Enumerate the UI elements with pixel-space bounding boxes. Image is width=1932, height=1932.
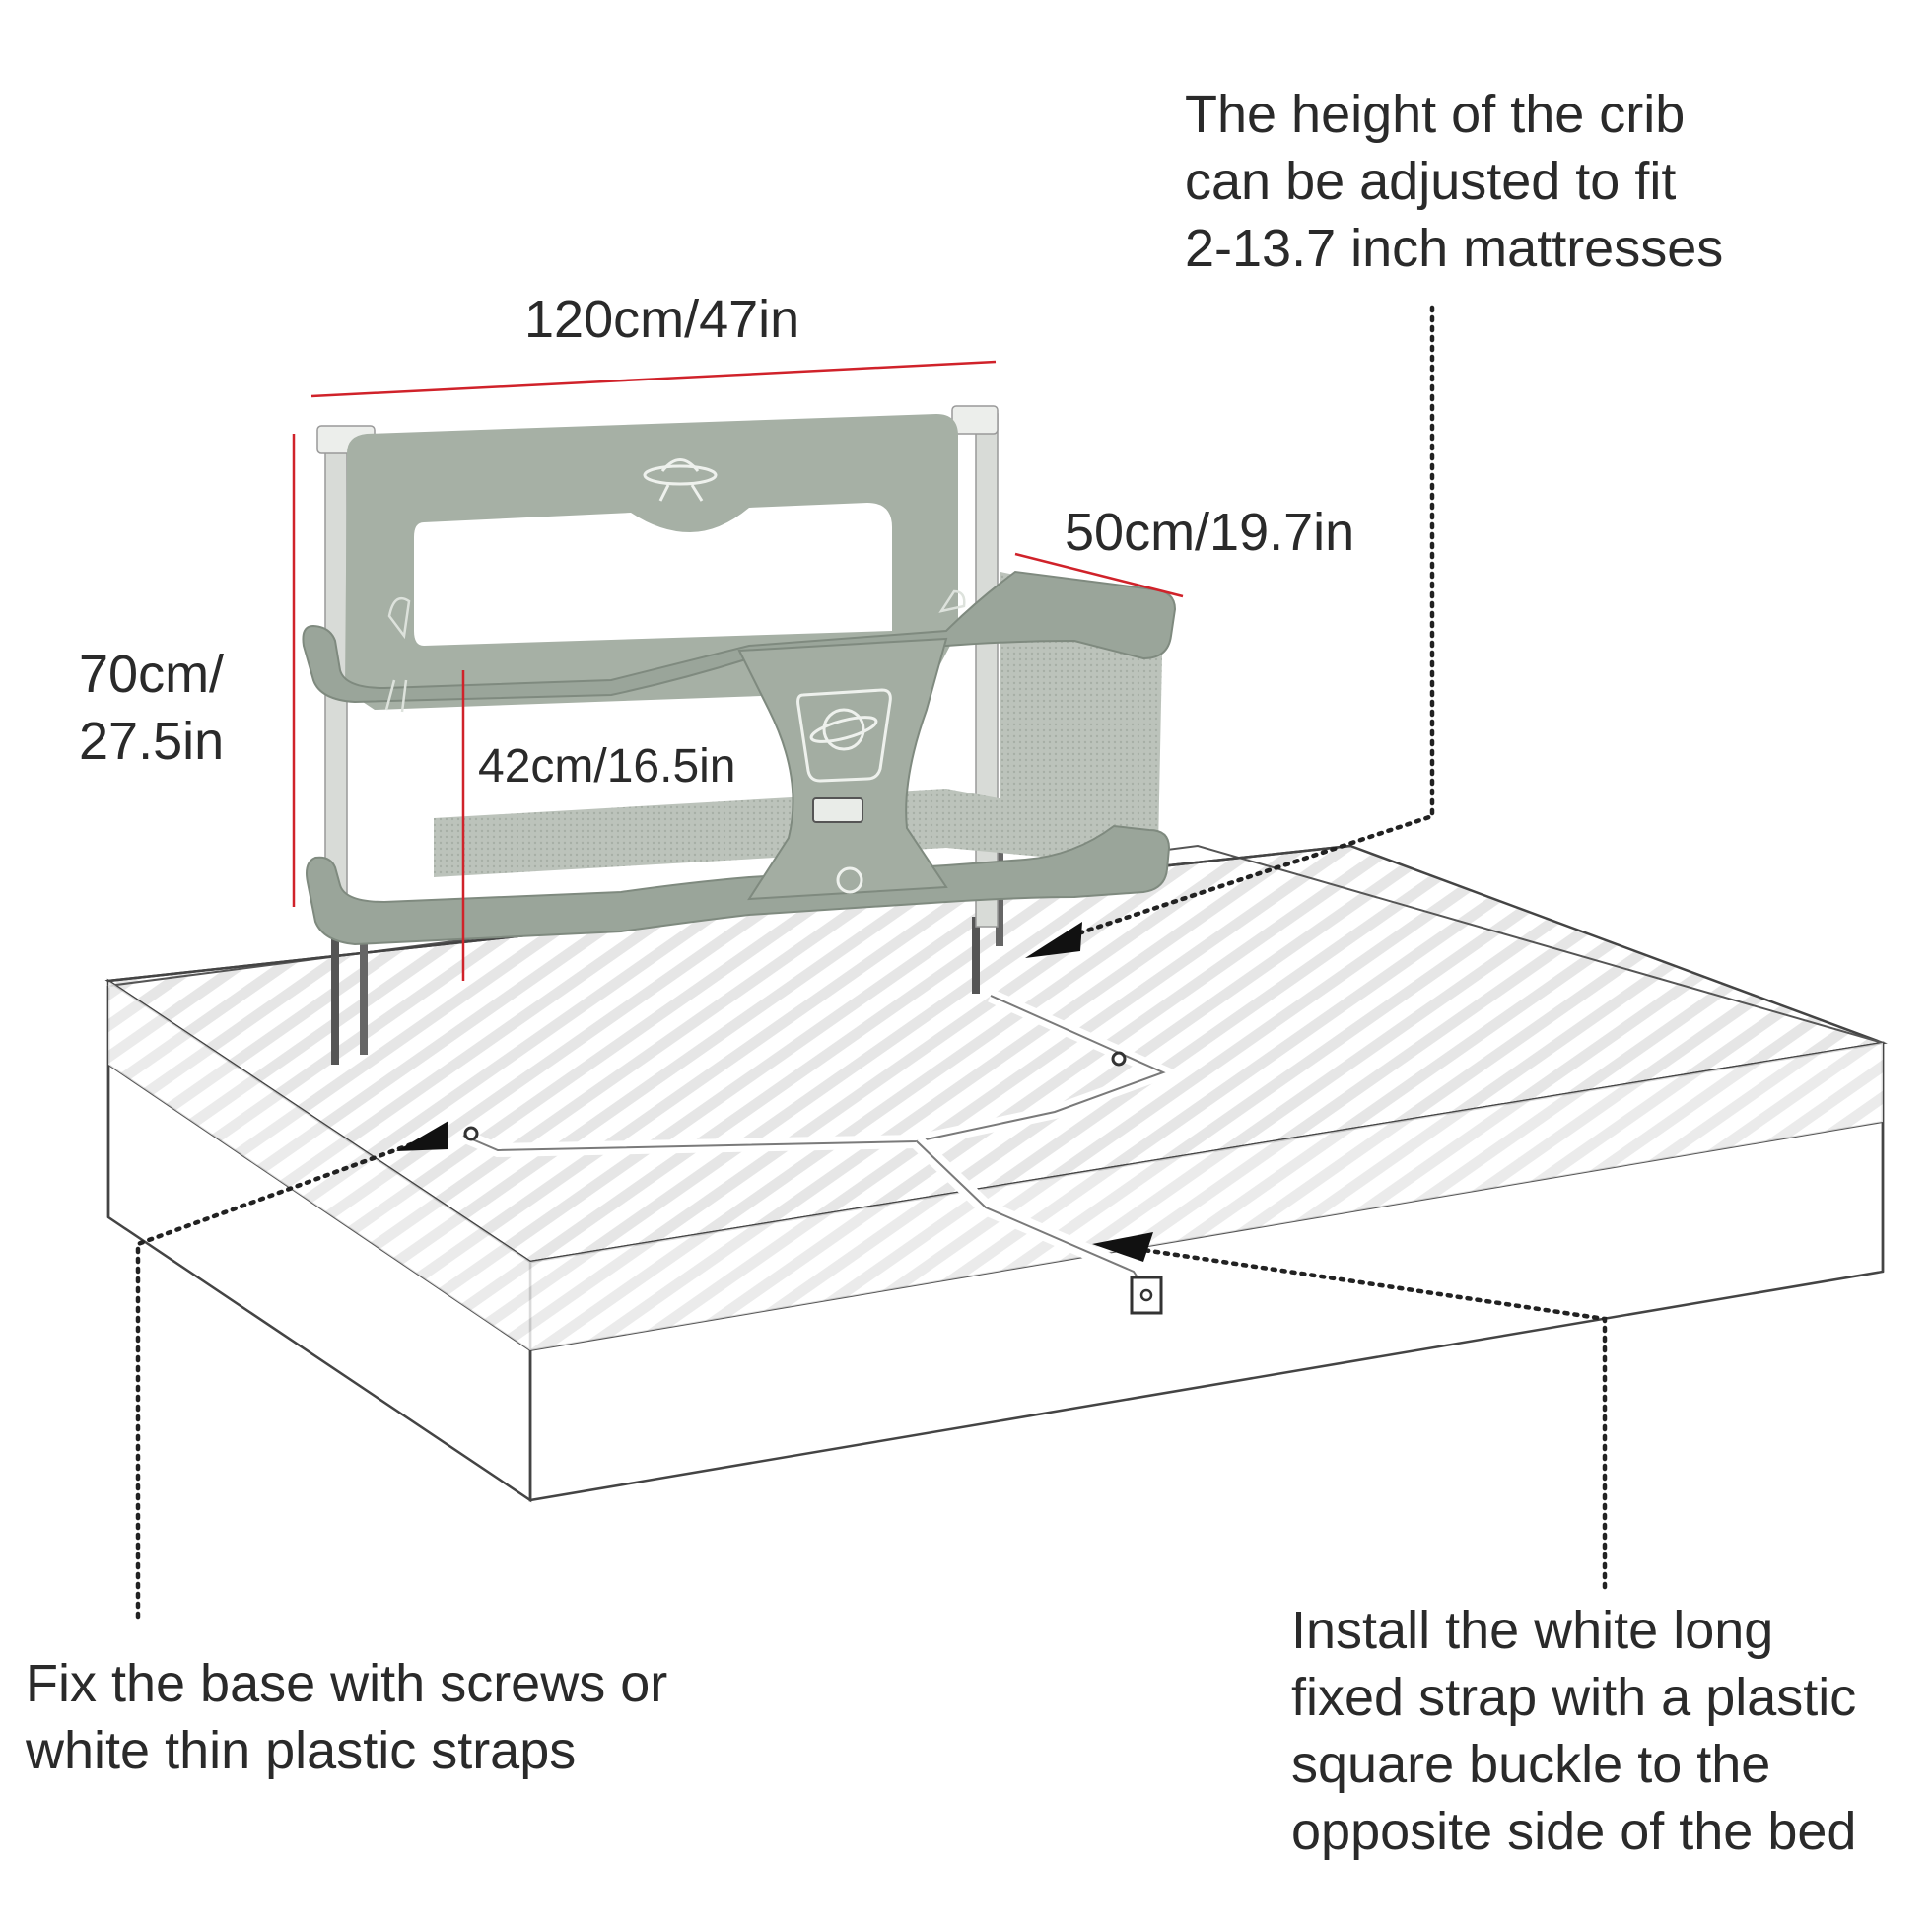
total-height-line1: 70cm/ [79,645,225,704]
crib-leg-right-a [972,917,980,994]
crib-upper-rail [302,570,1177,704]
total-height-label: 70cm/ 27.5in [79,641,224,775]
mattress [104,844,1888,1503]
crib-height-note-line1: The height of the crib [1185,85,1686,144]
arrow-fix-base [396,1121,448,1151]
crib-leg-left-b [360,936,368,1055]
leader-arrows [396,922,1153,1262]
width-dimension-line [310,360,997,398]
inner-height-label: 42cm/16.5in [478,740,736,793]
crib-height-note-line2: can be adjusted to fit [1185,152,1677,211]
crib-leg-left-a [331,907,339,1065]
ufo-icon [643,458,718,502]
crib-bed-rail [302,405,1177,1065]
arrow-strap [1092,1232,1153,1262]
crib-height-note: The height of the crib can be adjusted t… [1185,81,1723,282]
dimension-lines [292,360,1184,981]
crib-lower-rail [306,824,1171,946]
depth-dimension-label: 50cm/19.7in [1065,503,1355,562]
crib-release-button [836,866,863,894]
leader-crib-height [1067,305,1435,939]
strap-screw-left [463,1126,479,1141]
crib-height-note-line3: 2-13.7 inch mattresses [1185,219,1724,278]
crib-center-panel [737,637,948,901]
arrow-crib-height [1025,922,1082,958]
strap-screw-right [1111,1051,1127,1067]
strap-note-line3: square buckle to the [1291,1735,1771,1794]
depth-dimension-line [1014,552,1184,598]
base-fix-note-line1: Fix the base with screws or [26,1654,668,1713]
crib-center-buckle [812,797,863,823]
leader-strap [1140,1247,1608,1590]
base-fix-note: Fix the base with screws or white thin p… [26,1650,667,1784]
planet-icon [796,688,892,783]
rocket-icon [384,589,966,713]
width-dimension-label: 120cm/47in [524,290,800,349]
fixing-straps [460,989,1182,1315]
base-fix-note-line2: white thin plastic straps [26,1721,577,1780]
crib-back-window [414,503,892,646]
strap-note-line4: opposite side of the bed [1291,1802,1857,1861]
strap-note-line1: Install the white long [1291,1601,1774,1660]
strap-note-line2: fixed strap with a plastic [1291,1668,1857,1727]
leader-fix-base [135,1140,417,1620]
strap-note: Install the white long fixed strap with … [1291,1597,1856,1865]
square-buckle [1130,1276,1163,1315]
total-height-line2: 27.5in [79,712,225,771]
leader-lines [135,305,1608,1620]
